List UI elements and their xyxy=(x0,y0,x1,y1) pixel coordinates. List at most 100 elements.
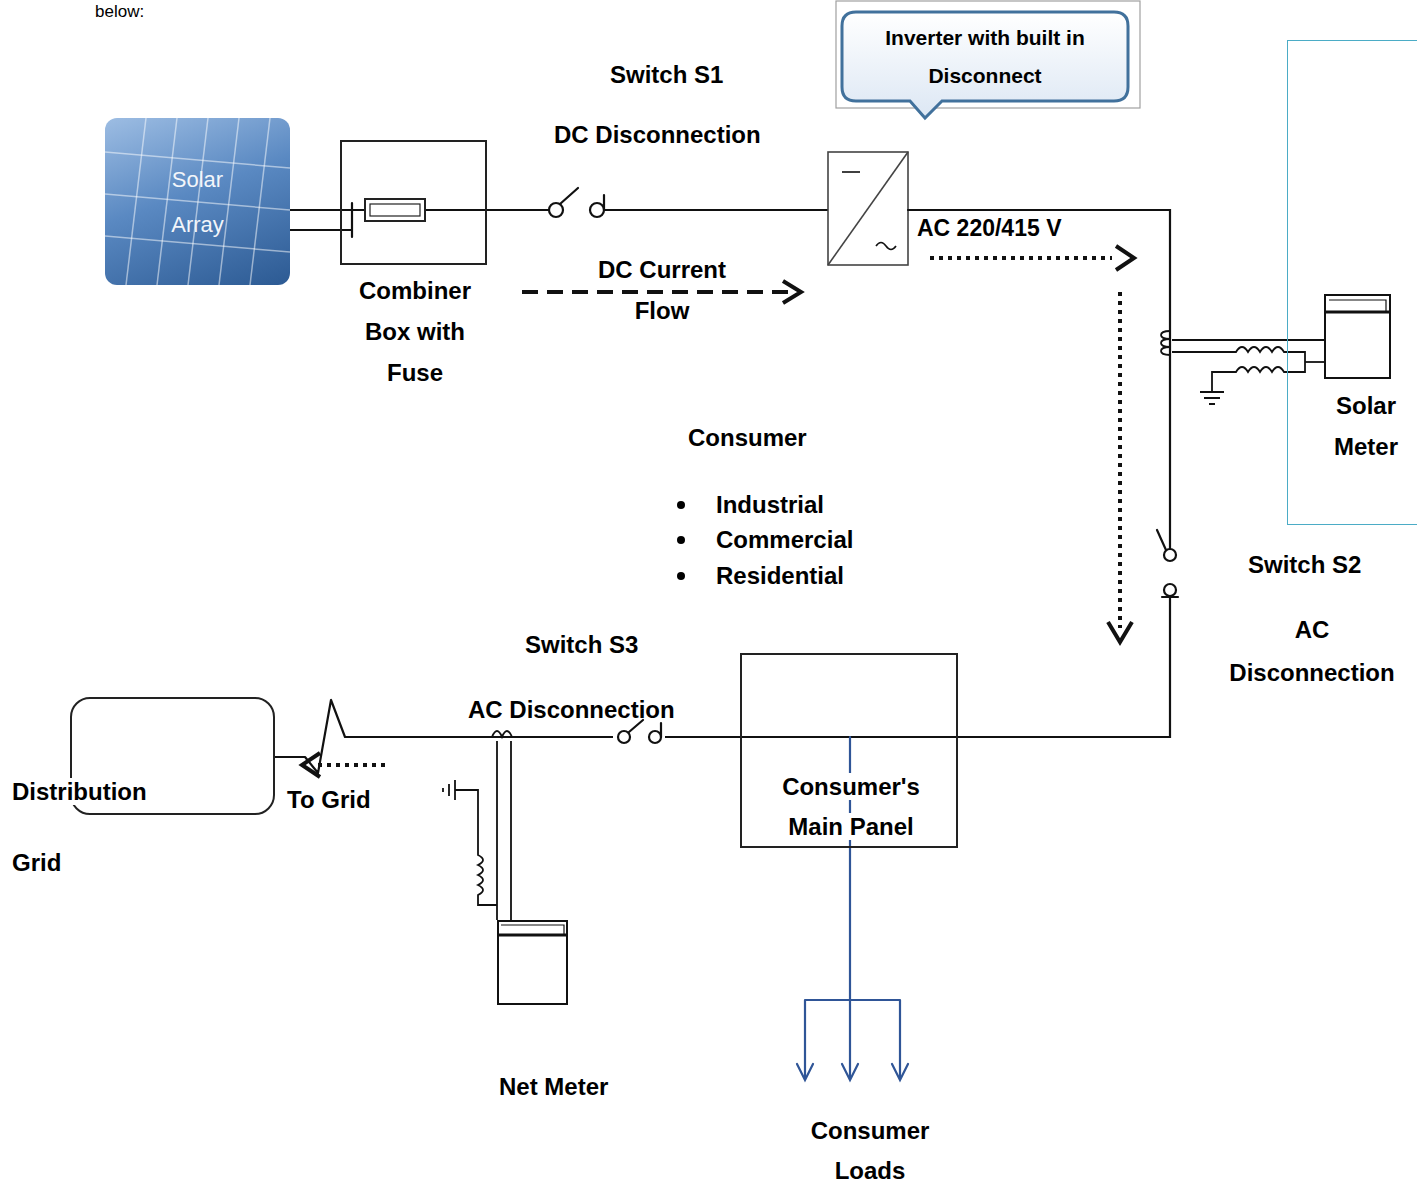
bullet-dot xyxy=(677,572,685,580)
panel-grid xyxy=(105,236,290,252)
label-slot: Switch S1 xyxy=(610,60,723,93)
switch-role: AC Disconnection xyxy=(468,696,675,723)
inverter-symbol xyxy=(876,243,896,250)
page-fragment: below: xyxy=(95,2,144,21)
meter-symbol xyxy=(1325,311,1390,314)
meter-symbol xyxy=(501,925,564,935)
label-slot: AC 220/415 V xyxy=(917,213,1061,246)
switch-symbol xyxy=(1164,584,1176,596)
switch-name: Switch S2 xyxy=(1248,551,1361,578)
meter-symbol xyxy=(497,934,568,937)
callout-box: Inverter with built in Disconnect xyxy=(842,12,1128,101)
text-slot: Inverter with built in Disconnect xyxy=(842,12,1128,101)
switch-symbol xyxy=(1162,596,1178,598)
bullet-dot xyxy=(677,501,685,580)
consumer-type: Industrial xyxy=(716,491,824,518)
flow-arrow xyxy=(1108,622,1132,642)
flow-arrow xyxy=(930,256,1112,260)
panel-grid xyxy=(219,118,239,285)
current-transformer xyxy=(1172,339,1325,341)
switch-symbol xyxy=(549,188,604,217)
combiner-box-text: Combiner Box with Fuse xyxy=(359,277,471,386)
meter-symbol xyxy=(1325,295,1390,378)
voltage-note: AC 220/415 V xyxy=(917,215,1061,241)
fuse-symbol xyxy=(370,204,420,216)
bullet-dot xyxy=(677,501,685,509)
switch-name: Switch S1 xyxy=(610,61,723,88)
dc-wiring xyxy=(604,209,828,211)
flow-arrow xyxy=(783,281,801,303)
inverter-symbol xyxy=(828,152,908,265)
meter-symbol xyxy=(1325,295,1390,378)
flow-arrow xyxy=(1116,246,1134,270)
ac-wiring xyxy=(740,210,1170,737)
label-slot: Commercial xyxy=(716,525,853,558)
current-transformer xyxy=(1172,347,1305,392)
current-transformer xyxy=(497,741,511,920)
text-slot: Solar Meter xyxy=(1316,387,1416,469)
switch-symbol xyxy=(649,731,661,743)
text-slot: Distribution Grid xyxy=(12,758,172,900)
callout-box-text: Inverter with built in Disconnect xyxy=(855,19,1115,95)
dc-wiring xyxy=(425,209,549,211)
distribution-grid: Distribution Grid xyxy=(70,697,275,815)
panel-grid xyxy=(126,118,146,285)
load-feeders xyxy=(797,1064,908,1080)
net-meter-text: Net Meter xyxy=(499,1073,608,1100)
label-slot: Consumer xyxy=(688,423,807,456)
wire xyxy=(290,209,340,211)
text-slot: Consumer's Main Panel xyxy=(761,768,941,848)
flow-arrow xyxy=(302,753,320,777)
switch-symbol xyxy=(590,203,604,217)
switch-role: AC Disconnection xyxy=(1229,616,1394,686)
bullet-dot xyxy=(677,536,685,544)
flow-note: To Grid xyxy=(287,786,371,813)
label-slot: AC Disconnection xyxy=(1222,610,1402,696)
text-slot: Solar Array xyxy=(105,118,290,285)
label-slot: DC Current Flow xyxy=(577,251,747,333)
solar-meter-frame-text: Solar Meter xyxy=(1334,392,1398,460)
consumer-type: Residential xyxy=(716,562,844,589)
inverter-symbol xyxy=(828,152,908,265)
flow-arrow xyxy=(522,290,790,294)
text-slot: Combiner Box with Fuse xyxy=(335,272,495,395)
current-transformer xyxy=(1200,392,1224,404)
text-slot: Net Meter xyxy=(499,1072,608,1105)
main-panel: Consumer's Main Panel xyxy=(740,653,958,848)
label-slot: Industrial xyxy=(716,490,824,523)
inverter-symbol xyxy=(828,152,908,265)
ac-wiring xyxy=(908,210,1170,549)
flow-arrow xyxy=(302,246,1134,777)
label-slot: DC Disconnection xyxy=(554,120,761,153)
label-slot: To Grid xyxy=(287,785,371,818)
current-transformer xyxy=(492,731,512,737)
current-transformer xyxy=(443,780,455,800)
panel-grid xyxy=(188,118,208,285)
current-transformer xyxy=(1305,361,1325,363)
consumer-type: Commercial xyxy=(716,526,853,553)
switch-name: Switch S3 xyxy=(525,631,638,658)
fuse-symbol xyxy=(365,199,425,221)
label-slot: Residential xyxy=(716,561,844,594)
label-slot: below: xyxy=(95,0,144,24)
label-slot: Consumer Loads xyxy=(795,1112,945,1184)
label-slot: AC Disconnection xyxy=(468,695,675,728)
switch-symbol xyxy=(1157,530,1178,597)
combiner-box: Combiner Box with Fuse xyxy=(340,140,487,265)
callout-outline xyxy=(842,12,1128,118)
panel-grid xyxy=(250,118,270,285)
panel-grid xyxy=(105,118,290,285)
panel-grid xyxy=(105,152,290,168)
switch-symbol xyxy=(613,720,665,746)
switch-role: DC Disconnection xyxy=(554,121,761,148)
distribution-grid-text: Distribution Grid xyxy=(12,778,147,876)
switch-symbol xyxy=(549,203,563,217)
label-slot: Switch S2 xyxy=(1248,550,1361,583)
flow-arrow xyxy=(318,763,385,767)
meter-symbol xyxy=(1329,300,1386,312)
main-panel-text: Consumer's Main Panel xyxy=(782,773,920,840)
solar-array-text: Solar Array xyxy=(153,157,243,247)
current-transformer xyxy=(1161,331,1170,355)
current-transformer xyxy=(443,731,512,920)
